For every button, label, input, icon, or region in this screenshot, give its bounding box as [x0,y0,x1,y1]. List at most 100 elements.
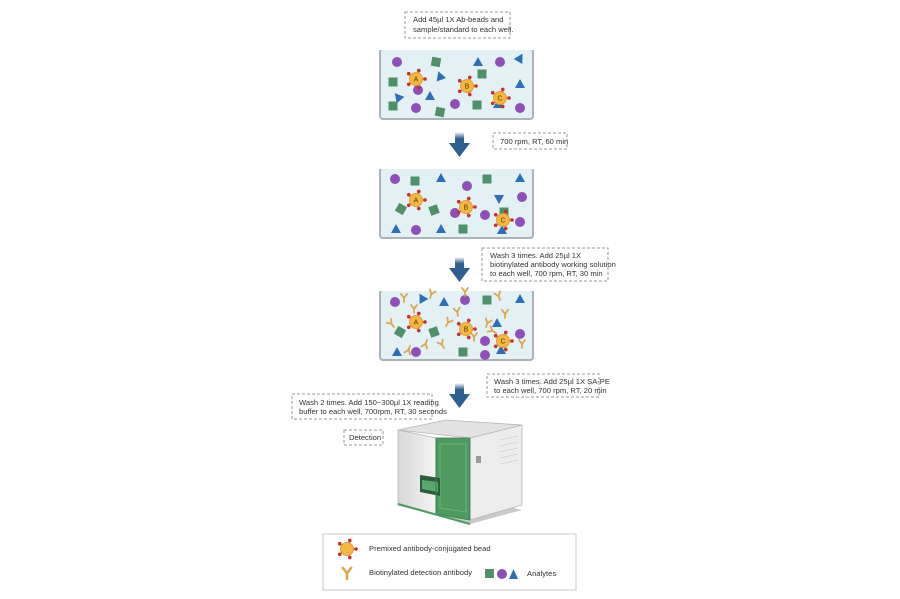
square-analyte-icon [393,325,407,339]
step5-label: Wash 2 times. Add 150~300µl 1X reading b… [291,393,447,420]
square-analyte-icon [434,106,446,118]
legend-antibody-label: Biotinylated detection antibody [369,568,472,577]
antibody-bead-icon: A [406,311,427,333]
square-analyte-icon [482,295,492,305]
square-analyte-icon [410,176,420,186]
circle-analyte-icon [450,208,460,218]
circle-analyte-icon [462,181,472,191]
svg-text:C: C [497,96,502,103]
circle-analyte-icon [390,174,400,184]
antibody-bead-icon: B [456,196,477,218]
circle-analyte-icon [515,329,525,339]
detection-antibody-icon [486,325,497,334]
step2-text: 700 rpm, RT, 60 min [500,137,568,146]
beads-2: ABC [406,189,514,231]
triangle-analyte-icon [391,224,401,233]
triangle-analyte-icon [497,225,507,234]
legend-triangle-analyte-icon [509,569,518,579]
step3-label: Wash 3 times. Add 25µl 1X biotinylated a… [481,247,618,282]
circle-analyte-icon [411,103,421,113]
step3-text: Wash 3 times. Add 25µl 1X biotinylated a… [490,251,618,278]
detection-antibody-icon [429,288,437,299]
detection-antibody-icon [445,316,454,327]
antibody-bead-icon: B [456,318,477,340]
circle-analyte-icon [450,99,460,109]
square-analyte-icon [388,101,398,111]
square-analyte-icon [428,326,440,338]
square-analyte-icon [428,204,440,216]
antibody-bead-icon: B [457,75,478,97]
detection-antibody-icon [501,309,509,319]
detection-text: Detection [349,433,381,442]
square-analyte-icon [482,174,492,184]
circle-analyte-icon [411,225,421,235]
beads-1: A B C [406,68,511,109]
step1-label: Add 45µl 1X Ab-beads and sample/standard… [404,11,513,39]
square-analyte-icon [472,100,482,110]
triangle-analyte-icon [436,224,446,233]
square-analyte-icon [477,69,487,79]
arrow-down-icon [449,257,470,282]
arrow-down-icon [449,132,470,157]
triangle-analyte-icon [473,57,483,66]
legend-circle-analyte-icon [497,569,507,579]
triangle-analyte-icon [515,173,525,182]
triangle-analyte-icon [515,294,525,303]
detection-antibody-icon [485,317,493,328]
detection-antibody-icon [410,304,418,314]
square-analyte-icon [458,224,468,234]
triangle-analyte-icon [439,297,449,306]
circle-analyte-icon [392,57,402,67]
circle-analyte-icon [460,295,470,305]
beads-3: A B C [406,311,514,352]
step4-label: Wash 3 times. Add 25µl 1X SA-PE to each … [486,373,612,398]
antibody-bead-icon: C [490,87,511,109]
triangle-analyte-icon [394,93,405,104]
triangle-analyte-icon [494,195,504,204]
triangle-analyte-icon [436,173,446,182]
antibody-bead-icon: A [406,68,427,90]
svg-text:A: A [414,77,419,84]
triangle-analyte-icon [392,347,402,356]
detection-antibody-icon [452,306,461,317]
circle-analyte-icon [390,297,400,307]
square-analyte-icon [394,202,408,216]
detection-antibody-icon [400,293,408,303]
svg-text:C: C [500,339,505,346]
analytes-3 [385,287,526,360]
circle-analyte-icon [480,336,490,346]
legend-bead-icon [337,538,358,560]
step4-text: Wash 3 times. Add 25µl 1X SA-PE to each … [494,377,612,395]
circle-analyte-icon [517,192,527,202]
circle-analyte-icon [495,57,505,67]
triangle-analyte-icon [492,318,502,327]
legend-antibody-icon [341,566,353,581]
square-analyte-icon [458,347,468,357]
analytes-2 [390,173,527,235]
triangle-analyte-icon [419,293,429,304]
triangle-analyte-icon [515,79,525,88]
svg-text:B: B [464,327,469,334]
legend-square-analyte-icon [485,569,494,578]
detection-label: Detection [343,429,384,446]
square-analyte-icon [388,77,398,87]
arrow-down-icon [449,383,470,408]
circle-analyte-icon [515,217,525,227]
step1-text: Add 45µl 1X Ab-beads and sample/standard… [413,15,513,34]
circle-analyte-icon [411,347,421,357]
detection-antibody-icon [385,318,395,328]
well-2: ABC [379,163,534,239]
antibody-bead-icon: C [493,330,514,352]
square-analyte-icon [430,56,442,68]
well-1: A B C [379,44,534,120]
square-analyte-icon [499,207,509,217]
svg-text:B: B [465,84,470,91]
step5-text: Wash 2 times. Add 150~300µl 1X reading b… [299,398,447,416]
detection-antibody-icon [461,287,469,297]
detection-antibody-icon [493,290,501,301]
antibody-bead-icon [337,538,358,560]
step2-label: 700 rpm, RT, 60 min [492,132,568,150]
svg-text:B: B [464,205,469,212]
antibody-bead-icon: C [493,209,514,231]
detection-antibody-icon [436,338,445,349]
